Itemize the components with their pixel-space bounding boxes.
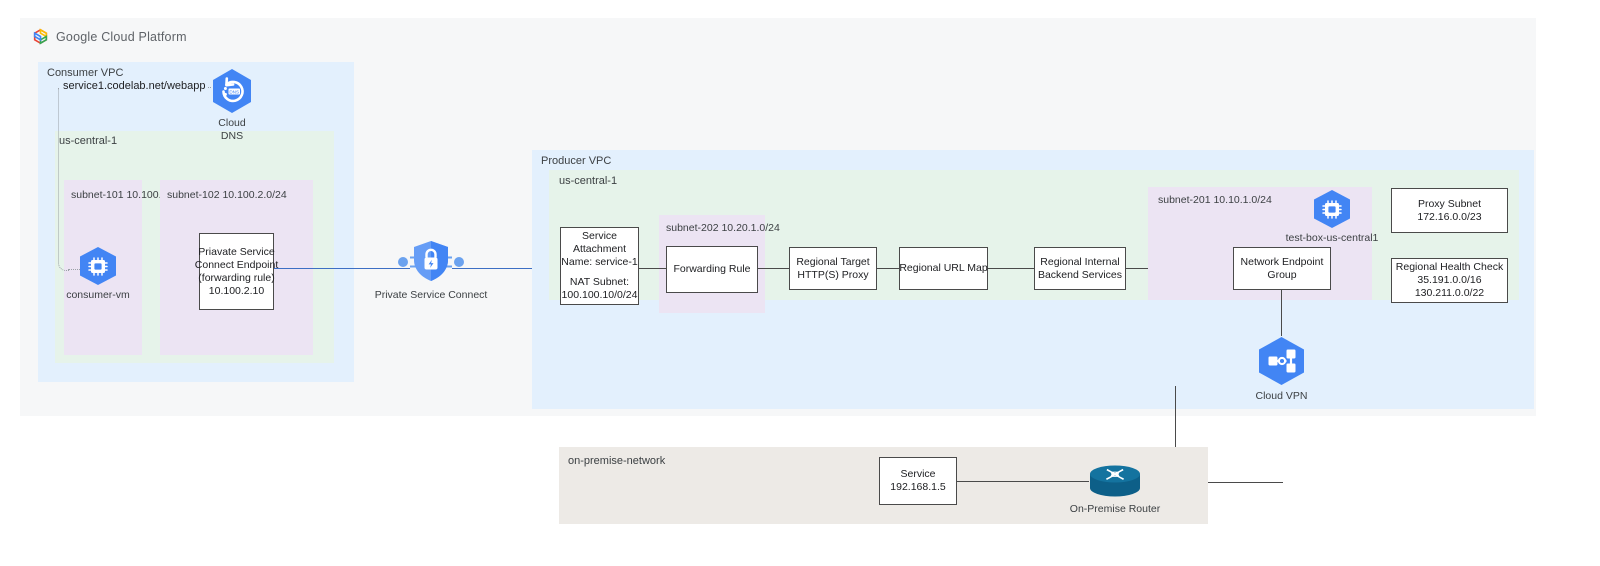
consumer-region-label: us-central-1 <box>59 135 118 147</box>
google-cloud-hexagon-logo-icon <box>32 28 49 45</box>
link-forwarding-to-proxy <box>758 268 789 270</box>
psc-link-right <box>452 268 560 270</box>
regional-backend-services-box: Regional Internal Backend Services <box>1034 247 1126 290</box>
cloud-dns-icon: DNS <box>211 68 253 114</box>
gcp-brand-label: Google Cloud Platform <box>56 29 187 44</box>
cloud-dns-label: Cloud DNS <box>218 117 246 142</box>
test-box-node: test-box-us-central1 <box>1286 189 1378 245</box>
psc-link-left <box>274 268 410 270</box>
neg-to-vpn-line <box>1281 290 1283 336</box>
regional-target-proxy-box: Regional Target HTTP(S) Proxy <box>789 247 877 290</box>
private-service-connect-label: Private Service Connect <box>374 289 488 301</box>
cloud-vpn-node: Cloud VPN <box>1253 335 1310 403</box>
consumer-vpc-label: Consumer VPC <box>47 67 124 79</box>
compute-vm-icon <box>76 246 120 286</box>
private-service-connect-shield-icon <box>390 238 472 286</box>
compute-vm-icon <box>1310 189 1354 229</box>
on-premise-router-label: On-Premise Router <box>1069 503 1161 515</box>
regional-health-check-box: Regional Health Check 35.191.0.0/16 130.… <box>1391 258 1508 303</box>
on-premise-router-icon <box>1086 462 1144 500</box>
consumer-vm-node: consumer-vm <box>66 246 130 302</box>
on-premise-router-node: On-Premise Router <box>1070 462 1160 516</box>
consumer-vm-label: consumer-vm <box>66 289 130 301</box>
cloud-vpn-label: Cloud VPN <box>1255 390 1308 402</box>
svg-text:DNS: DNS <box>229 89 239 94</box>
dns-record-label: service1.codelab.net/webapp <box>61 80 208 92</box>
on-premise-service-box: Service 192.168.1.5 <box>879 457 957 505</box>
forwarding-rule-box: Forwarding Rule <box>666 246 758 293</box>
link-urlmap-to-backend <box>988 268 1034 270</box>
private-service-connect-endpoint-box: Priavate Service Connect Endpoint (forwa… <box>195 233 278 310</box>
dns-lookup-path-elbow <box>58 88 69 271</box>
vpn-to-router-elbow <box>1175 386 1283 483</box>
regional-url-map-box: Regional URL Map <box>899 247 988 290</box>
test-box-label: test-box-us-central1 <box>1285 232 1379 244</box>
link-proxy-to-urlmap <box>877 268 899 270</box>
private-service-connect-node: Private Service Connect <box>375 238 487 302</box>
subnet-202-label: subnet-202 10.20.1.0/24 <box>666 222 780 234</box>
proxy-subnet-box: Proxy Subnet 172.16.0.0/23 <box>1391 188 1508 233</box>
gcp-brand: Google Cloud Platform <box>32 28 187 45</box>
producer-region-label: us-central-1 <box>559 175 618 187</box>
producer-vpc-label: Producer VPC <box>541 155 612 167</box>
service-to-router-line <box>957 481 1089 483</box>
dns-lookup-path-to-vm <box>68 269 86 270</box>
cloud-vpn-icon <box>1253 335 1310 387</box>
on-premise-network-label: on-premise-network <box>568 455 666 467</box>
service-attachment-box: Service Attachment Name: service-1 NAT S… <box>560 227 639 305</box>
subnet-102-label: subnet-102 10.100.2.0/24 <box>167 189 287 201</box>
subnet-201-label: subnet-201 10.10.1.0/24 <box>1158 194 1272 206</box>
network-endpoint-group-box: Network Endpoint Group <box>1233 247 1331 290</box>
cloud-dns-node: DNS Cloud DNS <box>206 68 258 143</box>
link-attachment-to-forwarding <box>639 268 666 270</box>
